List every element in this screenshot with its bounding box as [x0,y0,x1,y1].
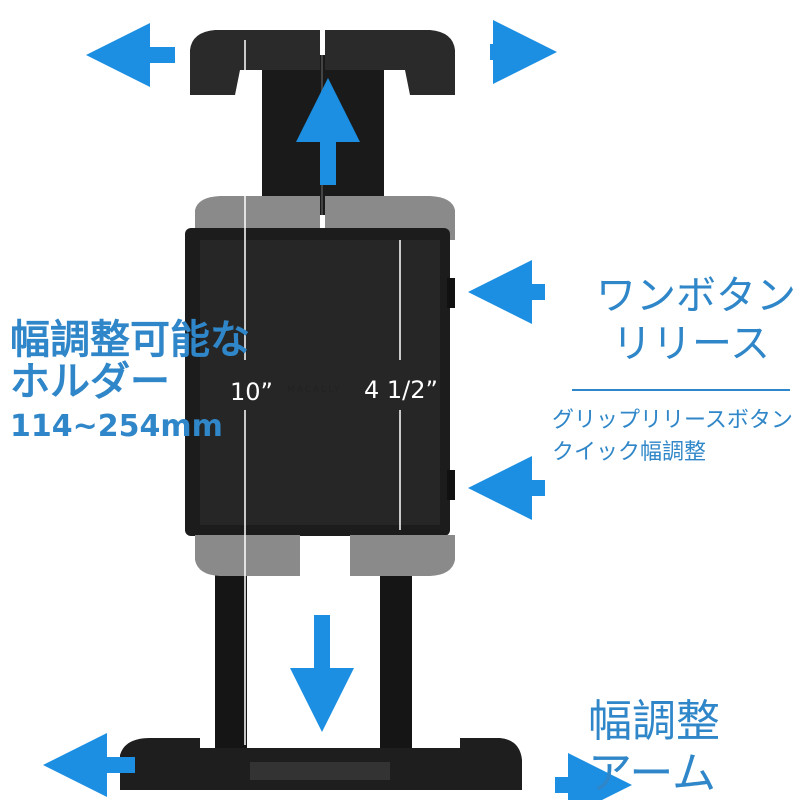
lower-leg-left [215,560,247,760]
top-grip-left [190,30,320,95]
lower-grip-right [350,535,455,576]
arm-label-line1: 幅調整 [588,696,720,747]
dimension-max-label: 10” [230,378,273,406]
quick-adjust-text: クイック幅調整 [552,440,707,465]
left-label-line2: ホルダー [10,359,170,405]
release-button-top [447,278,455,308]
release-button-bottom [447,470,455,500]
dimension-min-label: 4 1/2” [364,376,438,404]
lower-grip-left [195,535,300,576]
top-grip-right [325,30,455,95]
grip-release-text: グリップリリースボタン [552,408,793,433]
brand-logo: MACALLY [287,385,342,395]
arm-label-line2: アーム [588,748,717,799]
left-label-line1: 幅調整可能な [10,317,250,363]
lower-leg-right [380,560,412,760]
one-button-release-line1: ワンボタン [596,273,796,319]
one-button-release-line2: リリース [612,321,770,367]
size-range: 114~254mm [10,409,223,444]
